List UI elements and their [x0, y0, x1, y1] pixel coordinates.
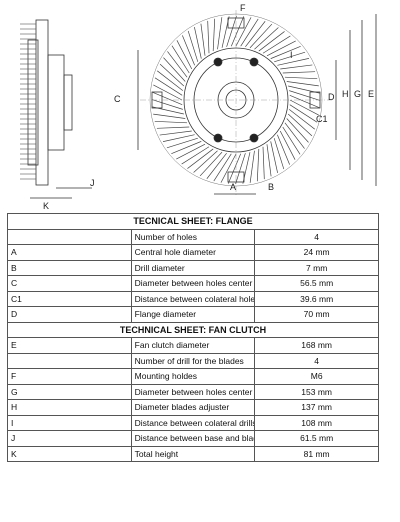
label-J: J: [90, 178, 95, 188]
clutch-sheet-header: TECHNICAL SHEET: FAN CLUTCH: [7, 321, 379, 338]
value-cell: 81 mm: [254, 445, 379, 462]
code-cell: H: [7, 399, 132, 416]
description-cell: Distance between colateral holes center: [130, 290, 256, 307]
label-F: F: [240, 3, 246, 13]
description-cell: Distance between base and blades support: [130, 430, 256, 447]
label-E: E: [368, 89, 374, 99]
description-cell: Fan clutch diameter: [130, 337, 256, 354]
description-cell: Number of drill for the blades: [130, 352, 256, 369]
label-H: H: [342, 89, 349, 99]
code-cell: E: [7, 337, 132, 354]
description-cell: Diameter between holes center: [130, 383, 256, 400]
value-cell: 4: [254, 352, 379, 369]
value-cell: 56.5 mm: [254, 275, 379, 292]
sheet-title: TECHNICAL SHEET: FAN CLUTCH: [7, 321, 379, 338]
label-A: A: [230, 182, 236, 192]
value-cell: 7 mm: [254, 259, 379, 276]
code-cell: D: [7, 306, 132, 323]
description-cell: Distance between colateral drills center: [130, 414, 256, 431]
value-cell: 153 mm: [254, 383, 379, 400]
description-cell: Number of holes: [130, 228, 256, 245]
code-cell: [7, 228, 132, 245]
label-I: I: [290, 50, 293, 60]
description-cell: Central hole diameter: [130, 244, 256, 261]
label-K: K: [43, 201, 49, 211]
description-cell: Drill diameter: [130, 259, 256, 276]
code-cell: [7, 352, 132, 369]
value-cell: 4: [254, 228, 379, 245]
description-cell: Diameter blades adjuster: [130, 399, 256, 416]
value-cell: 137 mm: [254, 399, 379, 416]
label-B: B: [268, 182, 274, 192]
label-G: G: [354, 89, 361, 99]
code-cell: I: [7, 414, 132, 431]
technical-drawing: K J C A B C1 D H G E F I: [20, 3, 377, 211]
value-cell: 168 mm: [254, 337, 379, 354]
value-cell: M6: [254, 368, 379, 385]
value-cell: 70 mm: [254, 306, 379, 323]
value-cell: 39.6 mm: [254, 290, 379, 307]
side-view: [20, 19, 92, 199]
value-cell: 108 mm: [254, 414, 379, 431]
code-cell: C1: [7, 290, 132, 307]
description-cell: Total height: [130, 445, 256, 462]
code-cell: K: [7, 445, 132, 462]
code-cell: C: [7, 275, 132, 292]
value-cell: 61.5 mm: [254, 430, 379, 447]
value-cell: 24 mm: [254, 244, 379, 261]
code-cell: G: [7, 383, 132, 400]
code-cell: A: [7, 244, 132, 261]
code-cell: J: [7, 430, 132, 447]
description-cell: Mounting holdes: [130, 368, 256, 385]
front-view: [137, 10, 377, 195]
code-cell: F: [7, 368, 132, 385]
label-D: D: [328, 92, 335, 102]
flange-sheet-header: TECNICAL SHEET: FLANGE: [7, 213, 379, 230]
description-cell: Diameter between holes center: [130, 275, 256, 292]
code-cell: B: [7, 259, 132, 276]
label-C: C: [114, 94, 121, 104]
sheet-title: TECNICAL SHEET: FLANGE: [7, 213, 379, 230]
description-cell: Flange diameter: [130, 306, 256, 323]
label-C1: C1: [316, 114, 328, 124]
